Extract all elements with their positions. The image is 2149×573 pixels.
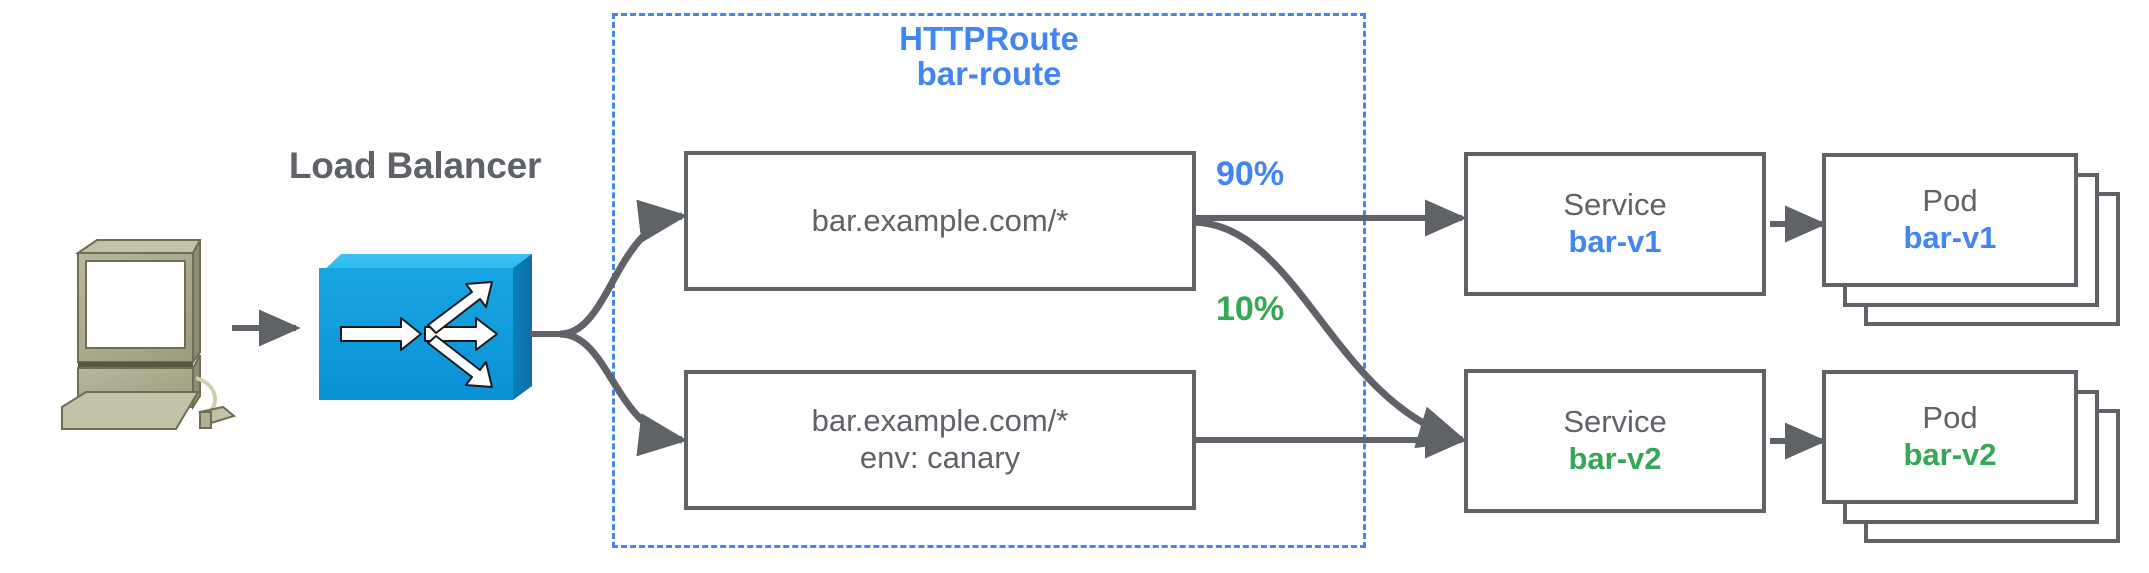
desktop-computer-icon bbox=[61, 239, 237, 430]
httproute-name-label: bar-route bbox=[916, 55, 1062, 92]
rule-box-primary[interactable]: bar.example.com/* bbox=[684, 151, 1196, 291]
pod-v1-kind-label: Pod bbox=[1922, 183, 1978, 219]
pod-v2-kind-label: Pod bbox=[1922, 400, 1978, 436]
httproute-kind-label: HTTPRoute bbox=[899, 20, 1079, 57]
load-balancer-label: Load Balancer bbox=[288, 145, 542, 186]
rule-canary-match-line-2: env: canary bbox=[859, 440, 1021, 475]
rule-primary-match-line-1: bar.example.com/* bbox=[811, 202, 1069, 238]
pod-v1-name-label: bar-v1 bbox=[1903, 220, 1997, 255]
weight-label-10: 10% bbox=[1216, 290, 1285, 328]
pod-v2-name-label: bar-v2 bbox=[1903, 437, 1997, 472]
service-v2-kind-label: Service bbox=[1563, 404, 1667, 440]
rule-canary-match-line-1: bar.example.com/* bbox=[811, 403, 1069, 439]
service-v1-kind-label: Service bbox=[1563, 187, 1667, 223]
weight-label-90: 90% bbox=[1216, 155, 1285, 193]
service-v2-name-label: bar-v2 bbox=[1568, 441, 1662, 476]
arrow-lb-to-rule-primary bbox=[559, 199, 688, 338]
service-v1-name-label: bar-v1 bbox=[1568, 224, 1662, 259]
load-balancer-icon bbox=[319, 254, 532, 400]
service-box-bar-v1[interactable]: Service bar-v1 bbox=[1464, 152, 1766, 296]
pod-box-bar-v1[interactable]: Pod bar-v1 bbox=[1822, 153, 2078, 287]
pod-box-bar-v2[interactable]: Pod bar-v2 bbox=[1822, 370, 2078, 504]
arrow-lb-to-rule-canary bbox=[559, 330, 688, 457]
arrow-rule-primary-to-service-v2 bbox=[1191, 218, 1468, 449]
service-box-bar-v2[interactable]: Service bar-v2 bbox=[1464, 369, 1766, 513]
rule-box-canary[interactable]: bar.example.com/* env: canary bbox=[684, 370, 1196, 510]
